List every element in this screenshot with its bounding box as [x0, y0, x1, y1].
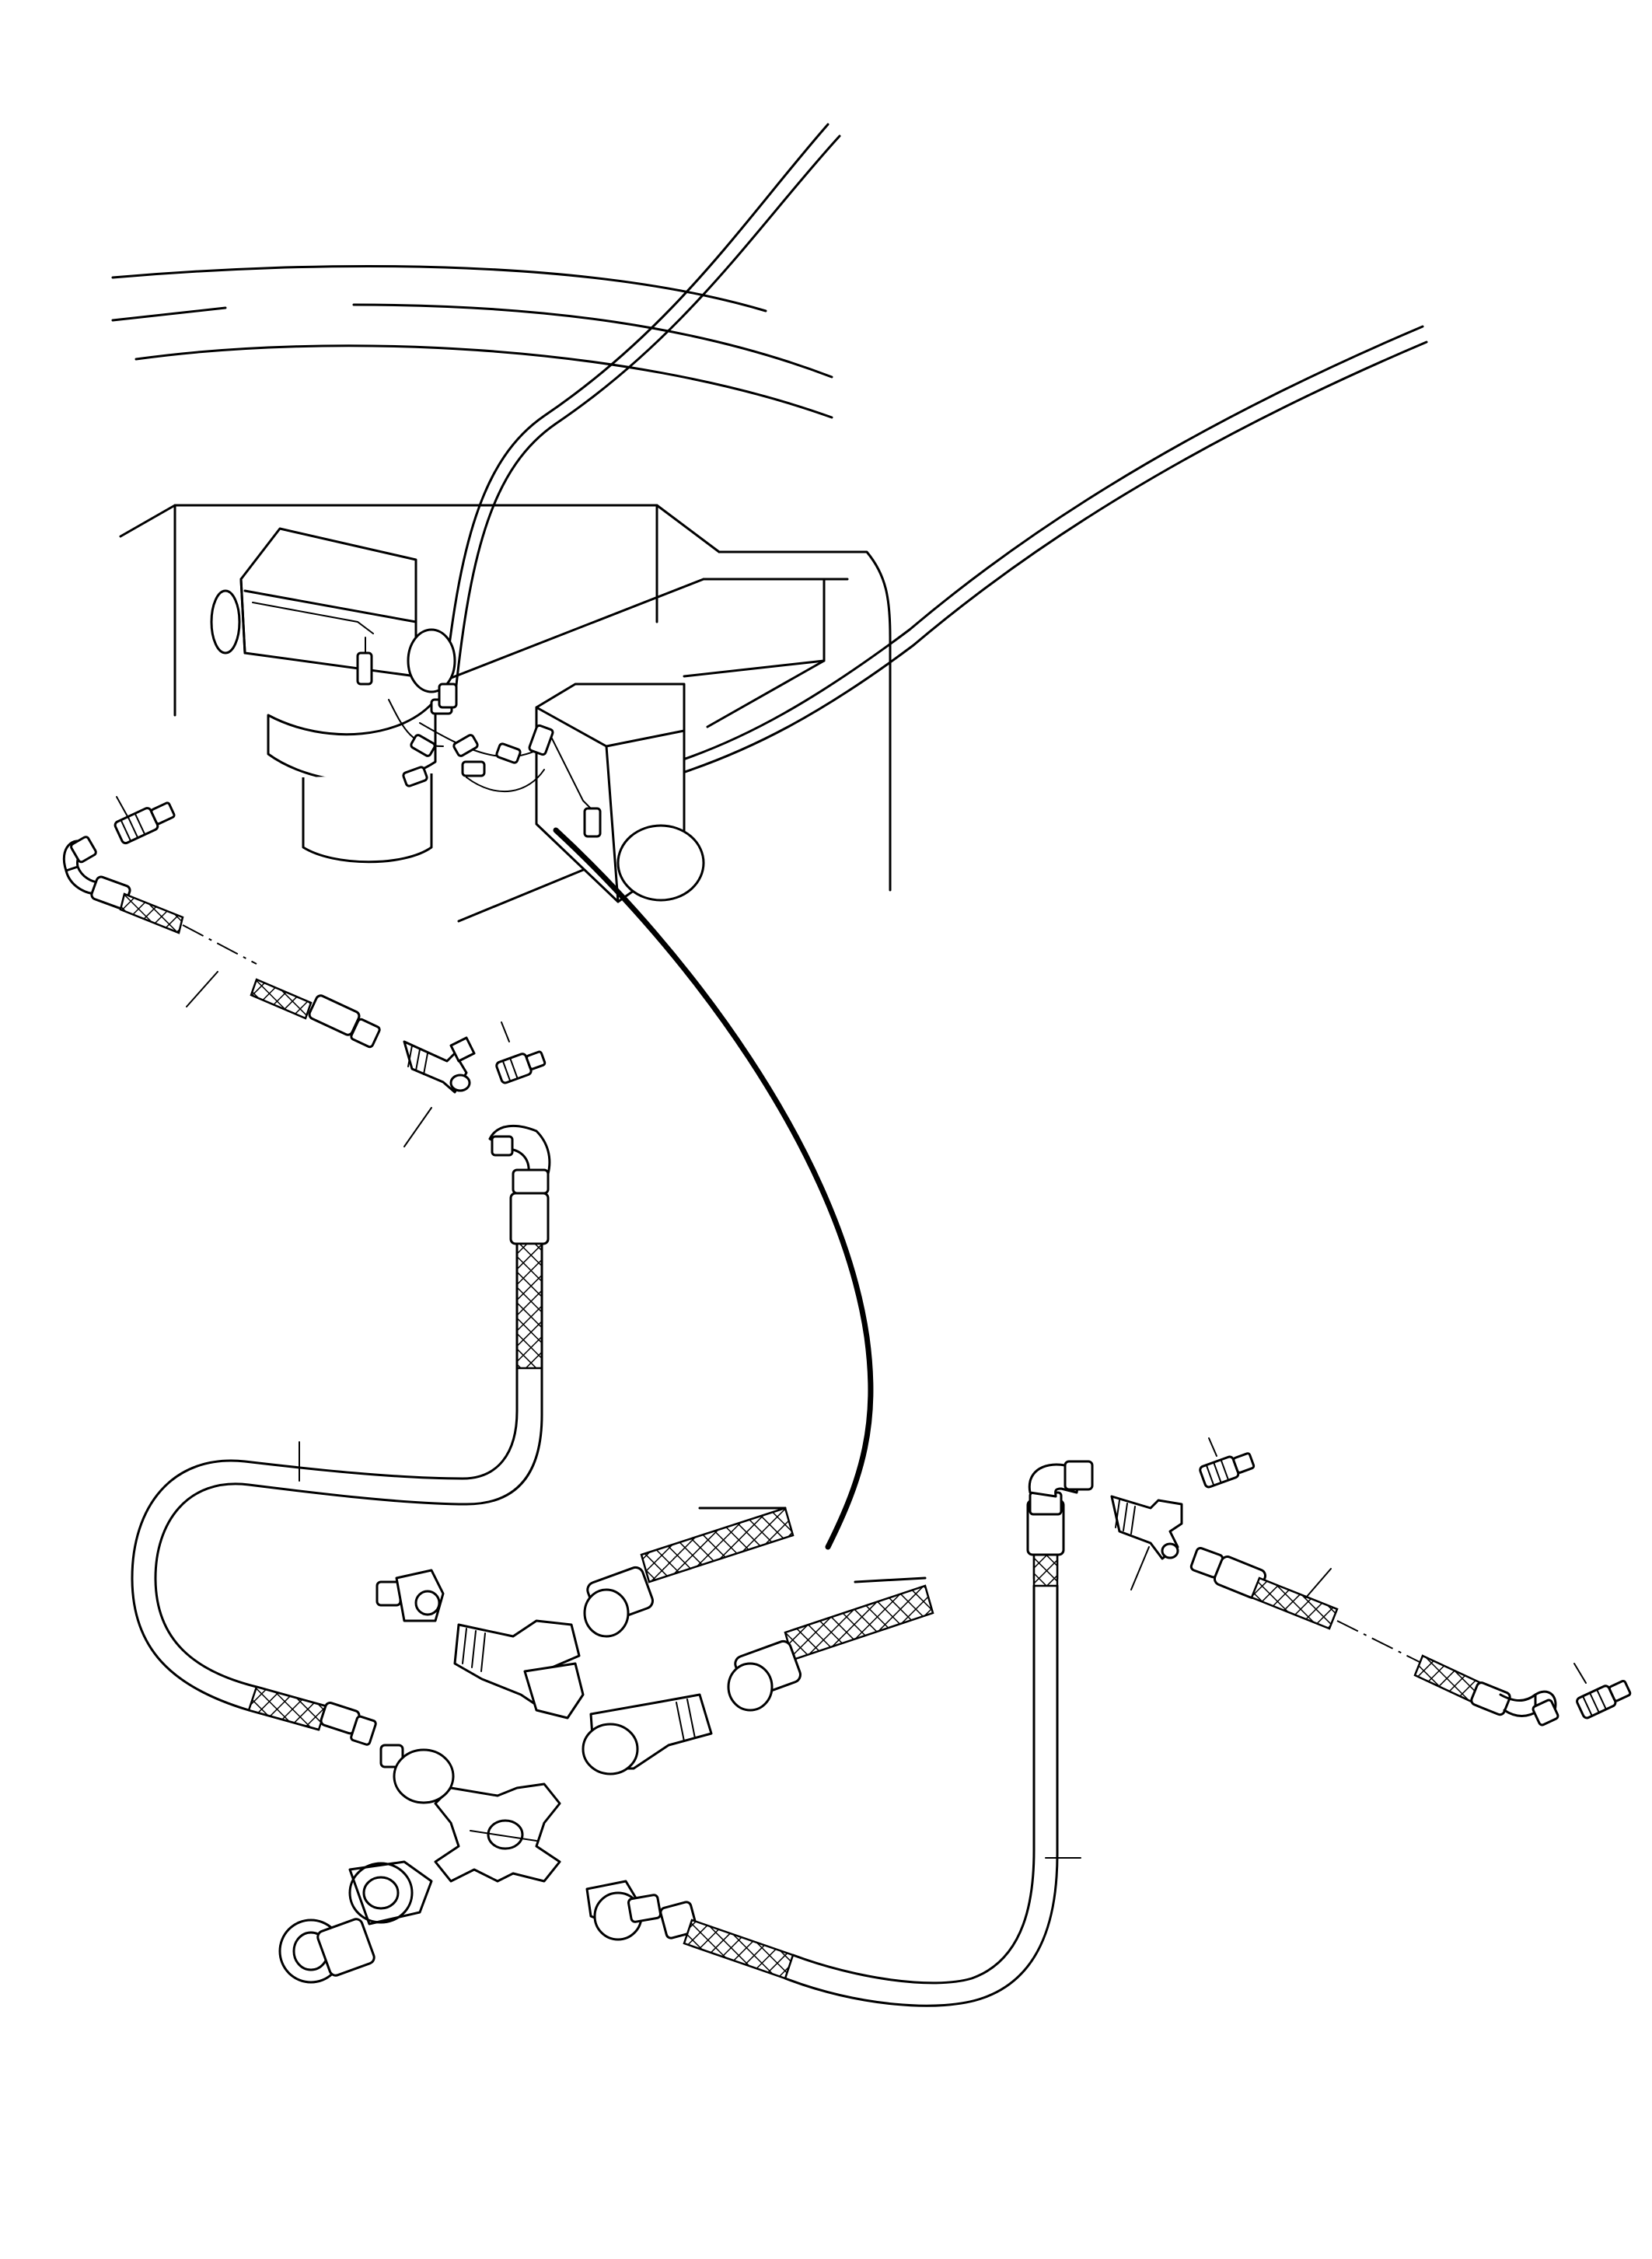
- left-valve-block: [211, 529, 455, 862]
- detail-fittings-group: [280, 1508, 933, 1982]
- lower-hose-loop: [132, 1126, 550, 1745]
- right-hose-assembly: [1190, 1547, 1633, 1726]
- right-long-hose: [660, 1438, 1256, 2006]
- right-valve-block: [536, 684, 704, 902]
- upper-piping: [443, 124, 1427, 773]
- machine-frame: [113, 266, 890, 921]
- callout-curve: [556, 830, 871, 1547]
- left-hose-assembly: [64, 797, 547, 1147]
- fittings-cluster: [389, 684, 554, 791]
